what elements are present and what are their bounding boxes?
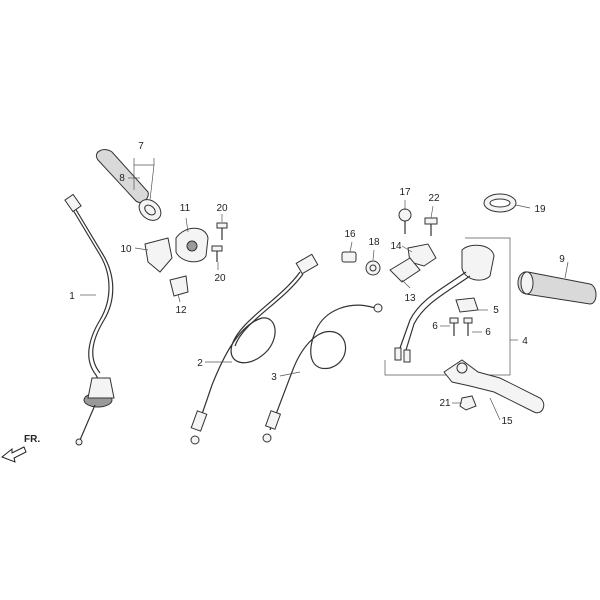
switch-5 — [455, 297, 479, 313]
callout-10: 10 — [120, 244, 132, 255]
screw-6b — [463, 317, 473, 336]
callout-17: 17 — [399, 187, 411, 198]
bracket-13 — [389, 257, 421, 283]
throttle-cable-1 — [64, 193, 115, 446]
callout-13: 13 — [404, 293, 416, 304]
callout-11: 11 — [180, 203, 191, 214]
callout-21: 21 — [439, 398, 451, 409]
throttle-cable-2 — [190, 253, 319, 445]
collar-18 — [365, 260, 381, 276]
nut-21 — [459, 395, 477, 411]
screw-20b — [211, 245, 223, 262]
front-direction-label: FR. — [24, 434, 40, 445]
callout-5: 5 — [493, 305, 499, 316]
throttle-housing-11 — [175, 227, 209, 263]
throttle-grip-8 — [96, 149, 162, 221]
cable-holder-12 — [169, 275, 189, 297]
clutch-lever-15 — [443, 359, 545, 414]
callout-16: 16 — [344, 229, 356, 240]
callout-9: 9 — [559, 254, 565, 265]
callout-7: 7 — [138, 141, 144, 152]
leader-lines — [80, 158, 569, 421]
screw-22 — [424, 217, 438, 236]
callout-4: 4 — [522, 336, 528, 347]
callout-14: 14 — [390, 241, 402, 252]
callout-20a: 20 — [216, 203, 228, 214]
callout-20b: 20 — [214, 273, 226, 284]
clutch-lever-assembly-4 — [384, 237, 511, 376]
callout-2: 2 — [197, 358, 203, 369]
screw-6a — [449, 317, 459, 336]
left-grip-9 — [517, 271, 597, 305]
band-19 — [483, 193, 517, 213]
callout-12: 12 — [175, 305, 187, 316]
callout-19: 19 — [534, 204, 546, 215]
callout-22: 22 — [428, 193, 440, 204]
callout-1: 1 — [69, 291, 75, 302]
callout-15: 15 — [501, 416, 513, 427]
front-arrow-icon — [1, 446, 27, 463]
screw-20a — [216, 222, 228, 240]
callout-6b: 6 — [485, 327, 491, 338]
clutch-cable-3 — [262, 303, 383, 443]
throttle-housing-10 — [144, 237, 173, 273]
callout-18: 18 — [368, 237, 380, 248]
callout-6a: 6 — [432, 321, 438, 332]
bolt-16 — [341, 251, 357, 263]
callout-8: 8 — [119, 173, 125, 184]
callout-3: 3 — [271, 372, 277, 383]
front-direction-indicator: FR. — [1, 434, 40, 463]
bolt-17 — [398, 208, 412, 234]
